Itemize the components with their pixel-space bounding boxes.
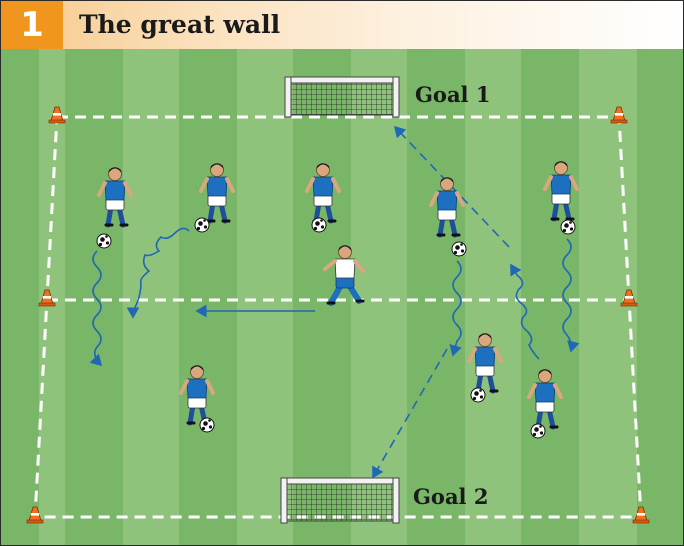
goal-2-label: Goal 2 [413, 484, 488, 509]
goal-2 [281, 478, 399, 523]
pitch [1, 49, 683, 545]
drill-title: The great wall [79, 1, 280, 49]
drill-number-badge: 1 [1, 1, 63, 49]
goal-1-label: Goal 1 [415, 82, 490, 107]
drill-number: 1 [1, 1, 63, 49]
goal-1 [285, 77, 399, 117]
drill-header: 1 The great wall [1, 1, 683, 49]
grass-stripes [1, 49, 683, 545]
